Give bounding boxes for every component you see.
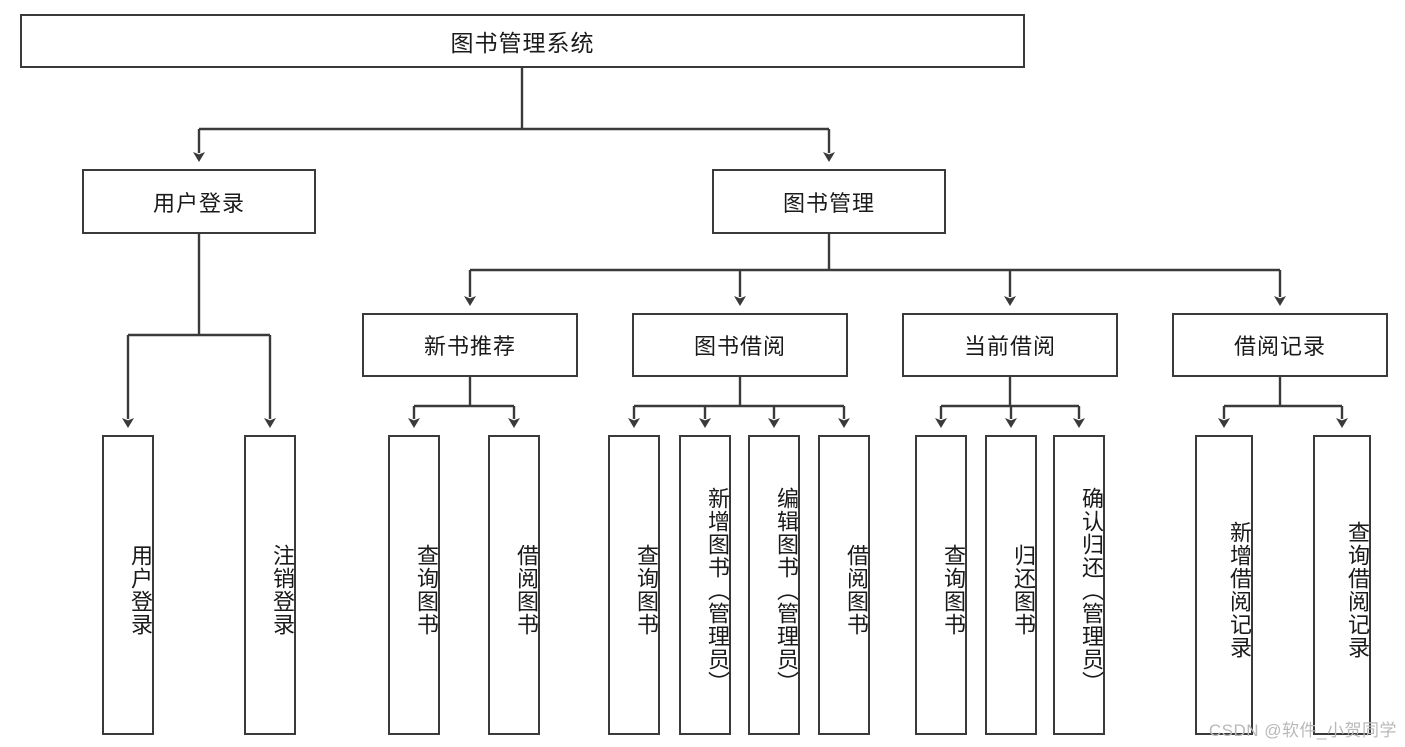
node-leaf-logout-login[interactable]: 注销登录 [244,435,296,735]
node-label: 借阅图书 [514,544,539,636]
node-leaf-query-book-recommend[interactable]: 查询图书 [388,435,440,735]
node-label: 借阅记录 [1233,334,1326,359]
node-label: 确认归还（管理员） [1079,486,1104,694]
node-current-borrow[interactable]: 当前借阅 [902,313,1118,377]
node-user-login[interactable]: 用户登录 [82,169,316,234]
node-label: 用户登录 [152,190,245,216]
node-leaf-user-login[interactable]: 用户登录 [102,435,154,735]
node-leaf-confirm-return-admin[interactable]: 确认归还（管理员） [1053,435,1105,735]
node-new-book-recommend[interactable]: 新书推荐 [362,313,578,377]
node-leaf-add-borrow-record[interactable]: 新增借阅记录 [1195,435,1253,735]
node-leaf-borrow-book[interactable]: 借阅图书 [818,435,870,735]
node-label: 编辑图书（管理员） [774,486,799,694]
node-label: 新增图书（管理员） [705,486,730,694]
node-leaf-query-borrow-record[interactable]: 查询借阅记录 [1313,435,1371,735]
node-label: 查询借阅记录 [1345,521,1370,659]
node-label: 新书推荐 [423,334,516,359]
node-label: 归还图书 [1011,544,1036,636]
node-label: 图书管理系统 [450,30,595,56]
node-leaf-edit-book-admin[interactable]: 编辑图书（管理员） [748,435,800,735]
node-label: 借阅图书 [844,544,869,636]
node-label: 图书管理 [782,190,875,216]
node-label: 查询图书 [941,544,966,636]
node-root-book-management-system[interactable]: 图书管理系统 [20,14,1025,68]
node-borrow-record[interactable]: 借阅记录 [1172,313,1388,377]
node-label: 查询图书 [414,544,439,636]
node-label: 用户登录 [128,544,153,636]
node-leaf-borrow-book-recommend[interactable]: 借阅图书 [488,435,540,735]
node-label: 当前借阅 [963,334,1056,359]
node-label: 新增借阅记录 [1227,521,1252,659]
node-leaf-return-book[interactable]: 归还图书 [985,435,1037,735]
watermark-text: CSDN @软件_小贺同学 [1208,721,1397,740]
node-leaf-query-book-current[interactable]: 查询图书 [915,435,967,735]
node-label: 查询图书 [634,544,659,636]
node-label: 图书借阅 [693,334,786,359]
node-book-manage[interactable]: 图书管理 [712,169,946,234]
node-leaf-query-book-borrow[interactable]: 查询图书 [608,435,660,735]
node-leaf-add-book-admin[interactable]: 新增图书（管理员） [679,435,731,735]
node-label: 注销登录 [270,544,295,636]
node-book-borrow[interactable]: 图书借阅 [632,313,848,377]
